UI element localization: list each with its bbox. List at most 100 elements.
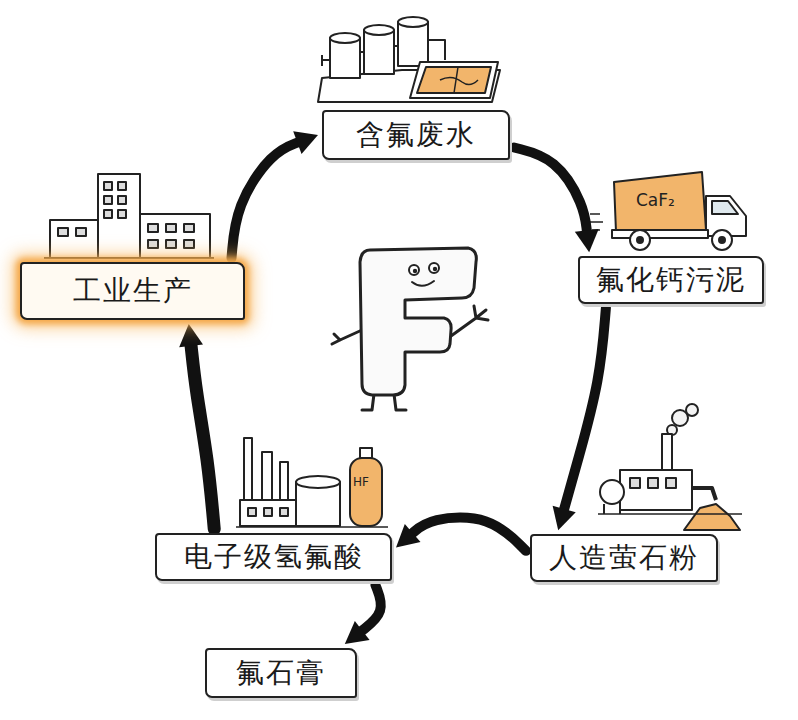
arrow-head — [179, 324, 203, 347]
illustration-part — [719, 237, 725, 243]
illustration-part — [600, 480, 624, 504]
illustration-part — [140, 214, 210, 258]
illustration-part — [614, 172, 706, 232]
arrow-head — [396, 524, 420, 547]
illustration-part — [360, 448, 372, 458]
illustration-part — [598, 513, 742, 515]
illustration-part — [684, 504, 740, 530]
illustration-part — [712, 201, 738, 214]
process-box: 氟石膏 — [205, 648, 357, 698]
arrow-shaft — [564, 308, 606, 511]
illustration-part — [648, 478, 658, 488]
illustration-part — [686, 404, 698, 416]
illustration-part — [603, 504, 605, 514]
arrow-head — [345, 621, 370, 644]
illustration-part — [350, 458, 382, 526]
illustration-part — [630, 230, 650, 250]
illustration-part — [118, 182, 126, 190]
illustration-part — [166, 240, 176, 248]
refinery — [236, 438, 388, 527]
illustration-part — [666, 478, 676, 488]
node-label: 氟化钙污泥 — [596, 263, 746, 297]
illustration-part — [332, 330, 362, 344]
illustration-part — [330, 33, 360, 43]
illustration-part — [413, 269, 417, 273]
illustration-part — [104, 196, 112, 204]
arrow-head — [553, 506, 576, 530]
illustration-part — [98, 174, 140, 258]
illustration-part — [322, 55, 330, 66]
illustration-part — [451, 306, 488, 336]
fluorine-mascot — [332, 248, 488, 410]
water-treatment-plant — [318, 17, 500, 102]
illustration-part — [50, 220, 98, 258]
process-box: 电子级氢氟酸 — [155, 533, 392, 581]
illustration-part — [118, 196, 126, 204]
flow-arrow — [179, 324, 214, 529]
arrow-shaft — [514, 148, 587, 233]
flow-arrow — [232, 131, 319, 258]
illustration-part — [280, 508, 288, 516]
flow-arrow — [396, 518, 526, 551]
illustration-part — [417, 67, 491, 93]
illustration-part — [454, 67, 458, 93]
arrow-head — [293, 131, 318, 154]
node-label: 电子级氢氟酸 — [184, 540, 364, 574]
illustration-part — [619, 504, 621, 514]
illustration-label: HF — [353, 476, 369, 488]
illustration-part — [620, 470, 692, 510]
illustration-part — [364, 30, 394, 74]
flow-arrow — [345, 585, 381, 644]
illustration-part — [410, 62, 498, 98]
arrow-shaft — [232, 142, 300, 258]
illustration-part — [264, 508, 272, 516]
illustration-part — [166, 224, 176, 232]
illustration-part — [148, 240, 158, 248]
illustration-part — [184, 240, 194, 248]
arrow-head — [575, 229, 599, 252]
node-label: 工业生产 — [73, 274, 193, 308]
process-box: 含氟废水 — [322, 110, 510, 160]
arrow-shaft — [411, 518, 526, 551]
illustration-part — [58, 228, 68, 236]
illustration-part — [236, 526, 388, 528]
flow-arrow — [553, 308, 606, 530]
illustration-part — [296, 476, 340, 488]
illustration-part — [104, 182, 112, 190]
illustration-part — [262, 452, 272, 526]
process-box: 工业生产 — [20, 262, 245, 320]
illustration-part — [409, 265, 419, 275]
illustration-part — [44, 257, 214, 259]
node-label: 人造萤石粉 — [549, 541, 699, 575]
process-box: 氟化钙污泥 — [578, 256, 764, 304]
illustration-part — [240, 500, 296, 526]
illustration-part — [360, 40, 445, 60]
illustration-part — [637, 237, 643, 243]
dump-truck — [586, 172, 746, 250]
illustration-part — [440, 77, 478, 84]
process-box: 人造萤石粉 — [530, 534, 718, 582]
illustration-part — [612, 230, 708, 238]
node-label: 氟石膏 — [236, 656, 326, 690]
illustration-part — [360, 248, 476, 395]
illustration-part — [280, 462, 288, 526]
powder-factory — [598, 404, 742, 530]
illustration-part — [118, 210, 126, 218]
illustration-part — [398, 17, 428, 27]
arrow-shaft — [191, 344, 214, 529]
node-label: 含氟废水 — [356, 118, 476, 152]
illustration-label: CaF₂ — [636, 192, 675, 209]
illustration-part — [429, 263, 439, 273]
illustration-part — [412, 281, 434, 286]
industrial-building — [44, 174, 214, 258]
illustration-part — [398, 22, 428, 66]
illustration-part — [104, 210, 112, 218]
illustration-part — [76, 228, 86, 236]
illustration-part — [433, 267, 437, 271]
illustration-part — [248, 508, 256, 516]
illustration-part — [148, 224, 158, 232]
illustration-part — [662, 434, 672, 474]
